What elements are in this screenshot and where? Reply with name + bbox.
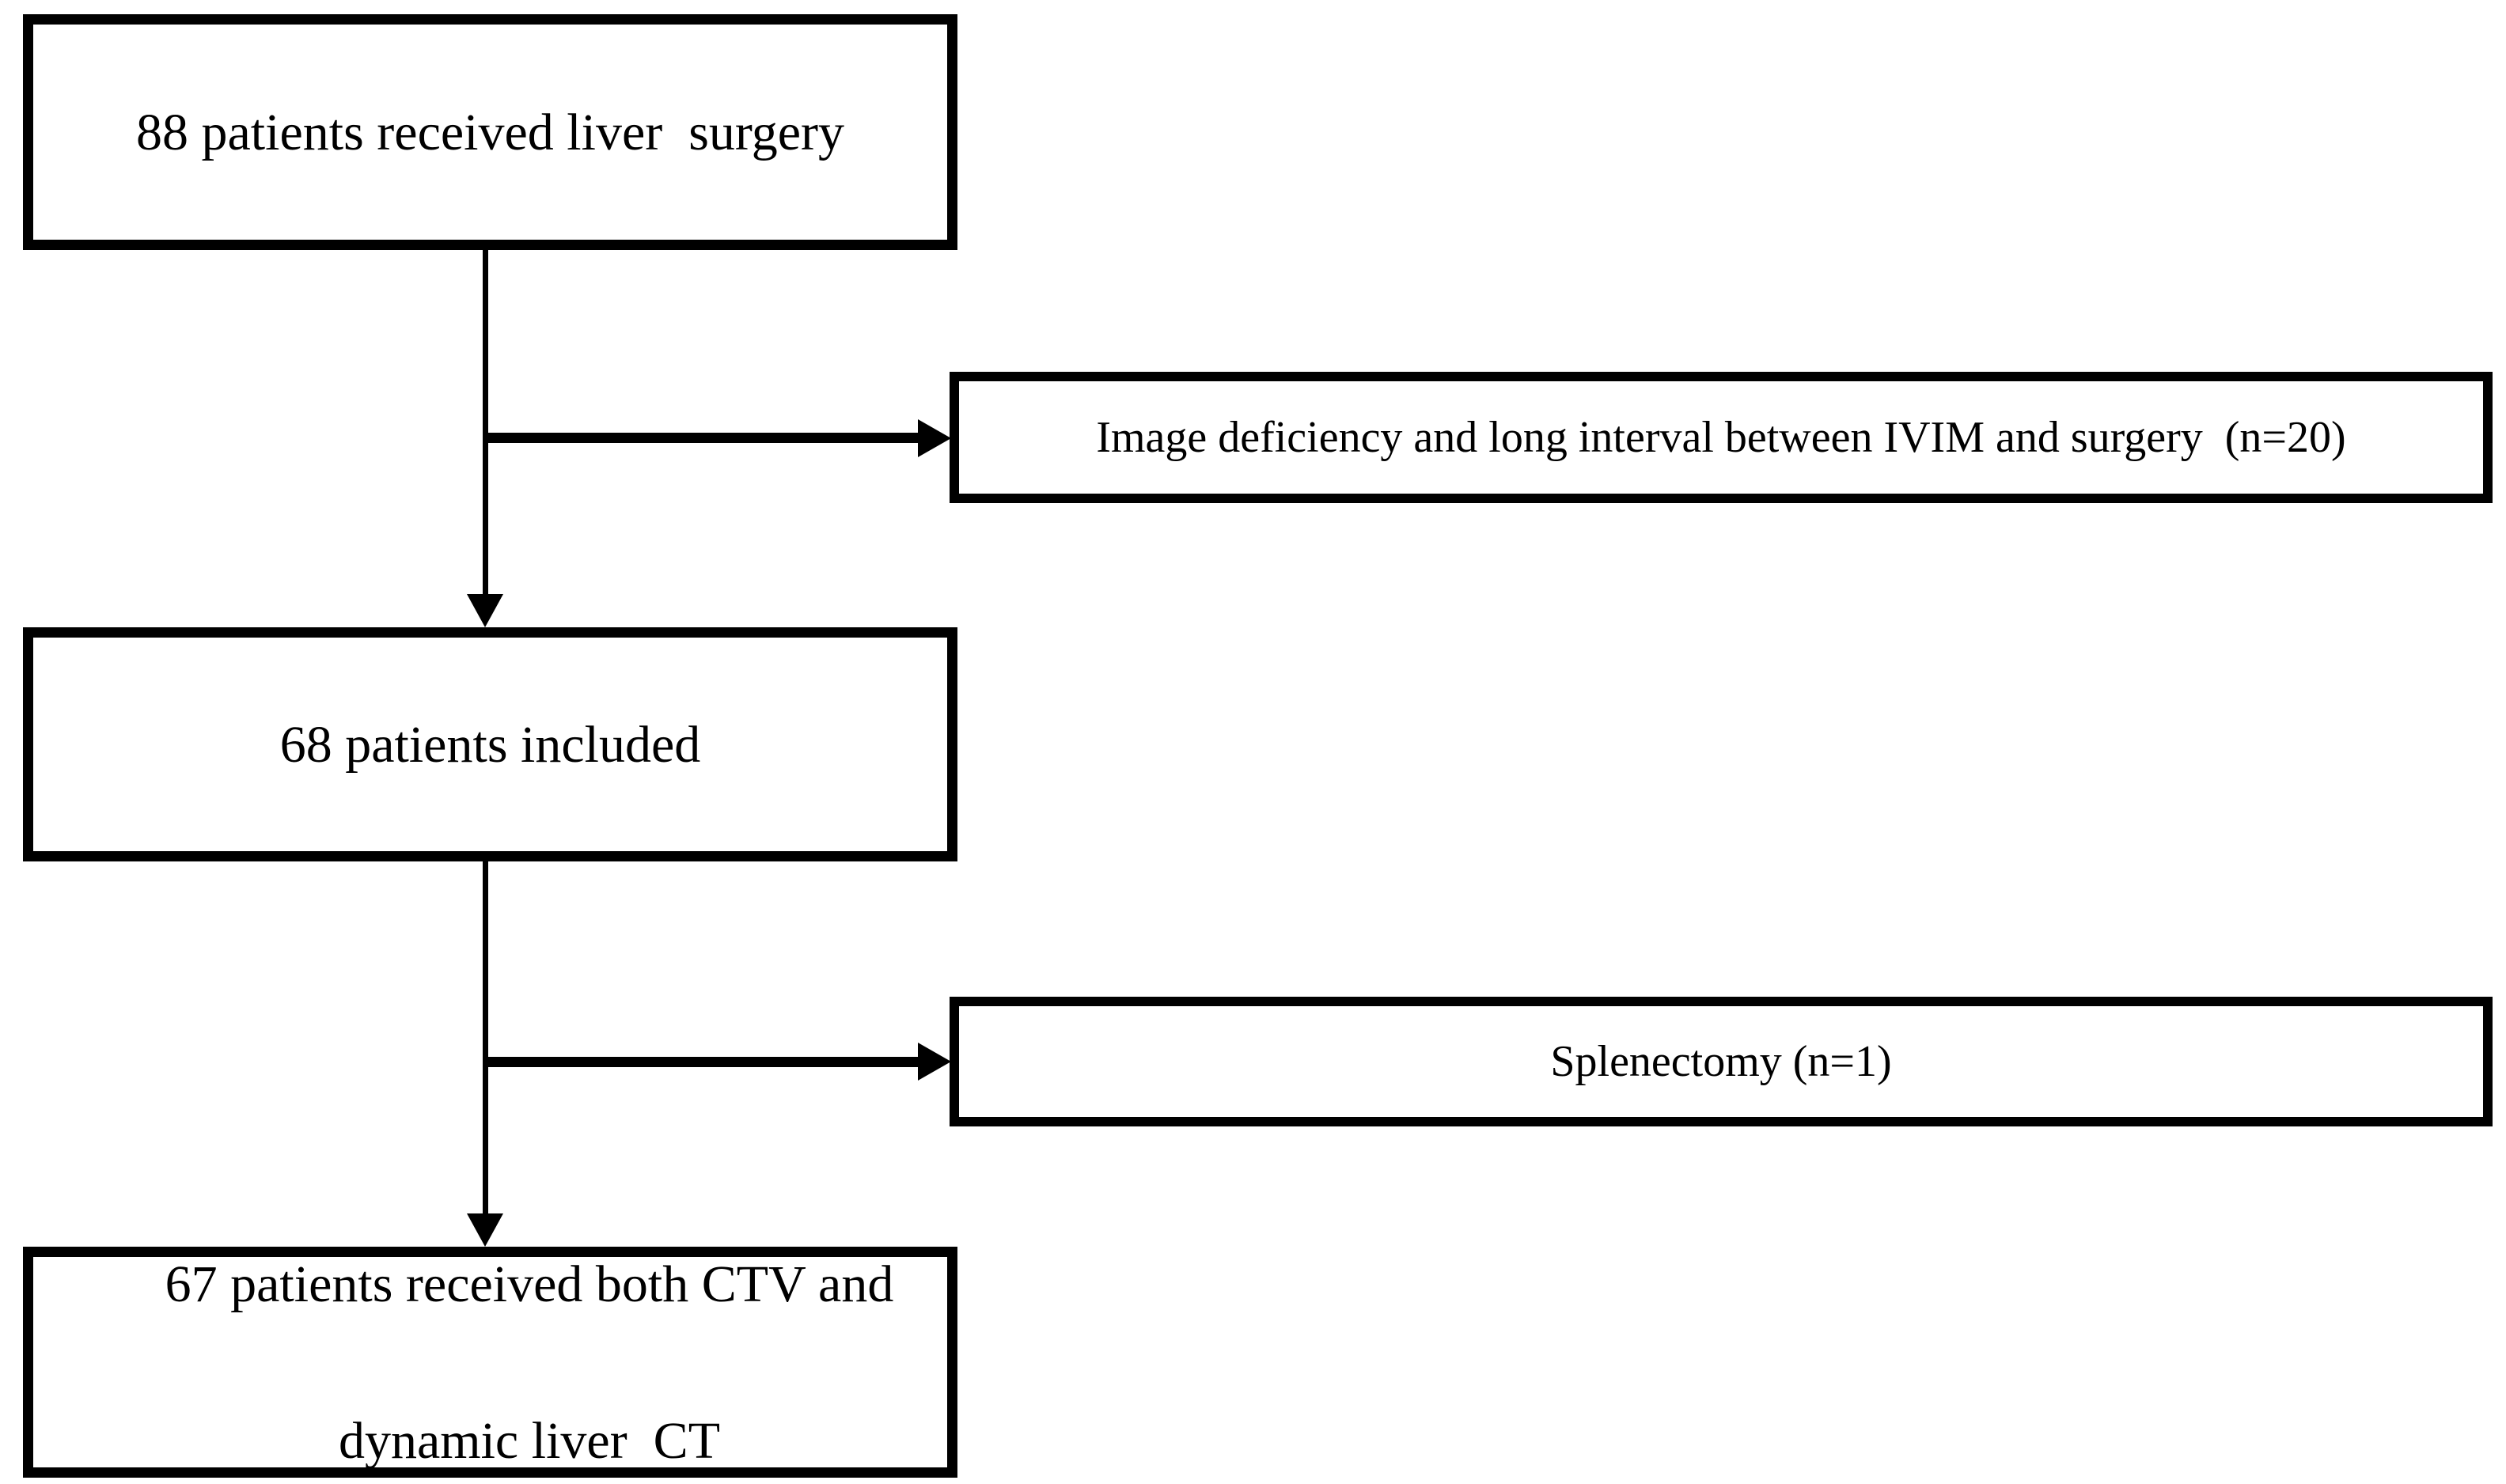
node-patients-final: 67 patients received both CTV and dynami… xyxy=(23,1247,957,1478)
arrowhead-down-into-included-icon xyxy=(467,594,503,627)
connector-branch-to-exclusion2-line xyxy=(485,1057,920,1067)
node-patients-received-surgery: 88 patients received liver surgery xyxy=(23,14,957,250)
node-exclusion-splenectomy: Splenectomy (n=1) xyxy=(950,997,2493,1126)
connector-surgery-to-included-line xyxy=(483,248,488,598)
arrowhead-down-into-final-icon xyxy=(467,1213,503,1247)
node-patients-final-line2: dynamic liver CT xyxy=(338,1411,721,1470)
connector-included-to-final-line xyxy=(483,860,488,1216)
node-exclusion-image-deficiency: Image deficiency and long interval betwe… xyxy=(950,372,2493,503)
arrowhead-right-into-exclusion1-icon xyxy=(918,419,951,457)
node-patients-received-surgery-label: 88 patients received liver surgery xyxy=(136,103,844,161)
node-patients-included-label: 68 patients included xyxy=(279,715,701,774)
node-exclusion-splenectomy-label: Splenectomy (n=1) xyxy=(1550,1037,1892,1086)
node-patients-final-line1: 67 patients received both CTV and xyxy=(165,1255,894,1313)
arrowhead-right-into-exclusion2-icon xyxy=(918,1043,951,1081)
connector-branch-to-exclusion1-line xyxy=(485,433,920,443)
node-exclusion-image-deficiency-label: Image deficiency and long interval betwe… xyxy=(1096,413,2346,462)
node-patients-final-label: 67 patients received both CTV and dynami… xyxy=(87,1167,894,1484)
node-patients-included: 68 patients included xyxy=(23,627,957,861)
